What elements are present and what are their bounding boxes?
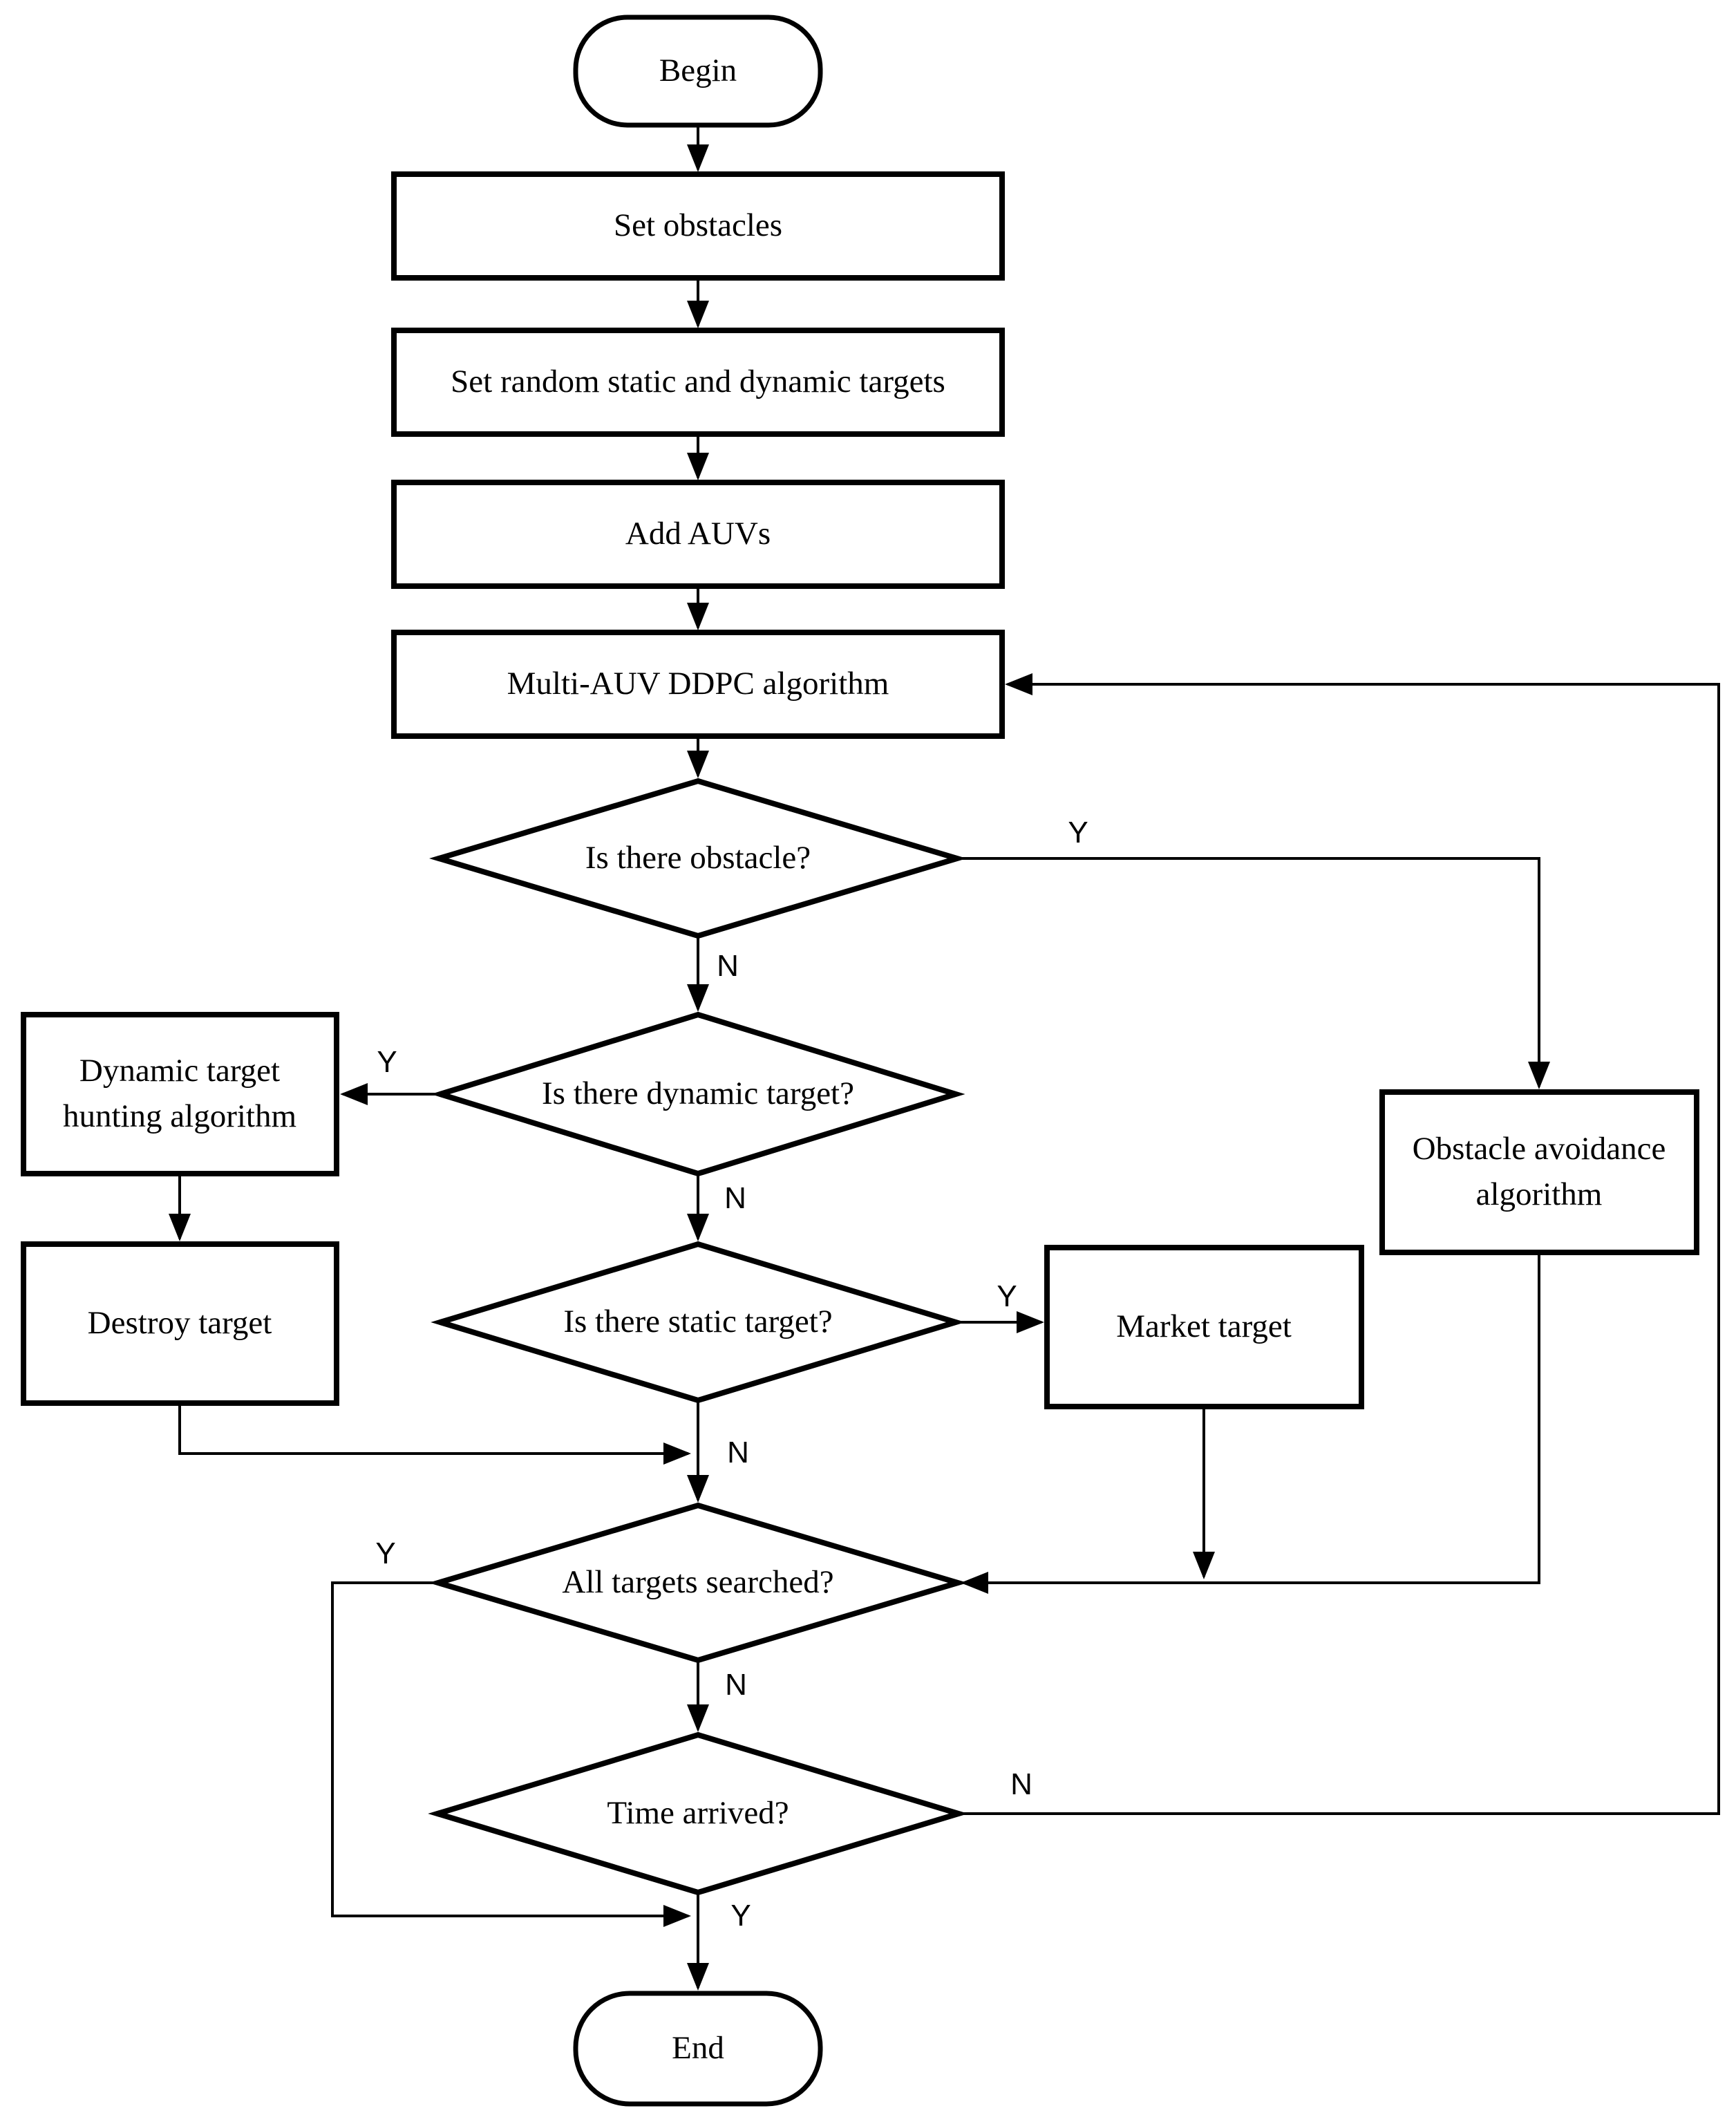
edge-label-dynamic-no: N [724, 1181, 746, 1215]
end-label: End [672, 2030, 724, 2067]
ddpc-label: Multi-AUV DDPC algorithm [507, 666, 889, 702]
is-static-label: Is there static target? [563, 1304, 833, 1340]
add-auvs-label: Add AUVs [625, 516, 771, 552]
set-obstacles-label: Set obstacles [613, 207, 783, 244]
begin-label: Begin [659, 53, 737, 89]
destroy-target-box [21, 1241, 339, 1406]
is-obstacle-label: Is there obstacle? [585, 840, 811, 876]
edge-label-time-no: N [1010, 1767, 1032, 1801]
edge-label-dynamic-yes: Y [377, 1045, 397, 1079]
edge-label-obstacle-yes: Y [1068, 816, 1088, 849]
edge-label-static-no: N [727, 1436, 749, 1469]
set-targets-label: Set random static and dynamic targets [451, 364, 945, 400]
end-terminator-shape [573, 1991, 823, 2107]
obstacle-avoidance-box [1379, 1089, 1699, 1255]
edge-label-obstacle-no: N [717, 949, 739, 983]
add-auvs-box [391, 480, 1005, 589]
time-arrived-label: Time arrived? [607, 1795, 789, 1832]
dynamic-hunt-box [21, 1012, 339, 1176]
obstacle-avoidance-label: Obstacle avoidance algorithm [1412, 1131, 1666, 1212]
dynamic-hunt-label: Dynamic target hunting algorithm [62, 1053, 297, 1134]
edge-all-searched-yes-to-end-junction [331, 1581, 691, 1927]
market-target-label: Market target [1116, 1308, 1292, 1345]
edge-destroy-to-no-junction [178, 1403, 691, 1465]
edge-is-obstacle-yes-to-obstacle-avoidance [957, 857, 1550, 1089]
edge-label-static-yes: Y [997, 1279, 1017, 1313]
all-searched-label: All targets searched? [562, 1564, 834, 1601]
set-obstacles-box [391, 171, 1005, 281]
edge-label-searched-no: N [725, 1668, 747, 1702]
market-target-box [1044, 1245, 1364, 1409]
destroy-target-label: Destroy target [87, 1305, 272, 1342]
edge-label-time-yes: Y [730, 1899, 751, 1933]
set-targets-box [391, 328, 1005, 437]
edge-label-searched-yes: Y [375, 1536, 396, 1570]
edge-obstacle-avoidance-to-all-searched [961, 1252, 1540, 1594]
edge-time-arrived-no-feedback-to-ddpc [959, 673, 1720, 1815]
is-dynamic-label: Is there dynamic target? [542, 1075, 854, 1112]
